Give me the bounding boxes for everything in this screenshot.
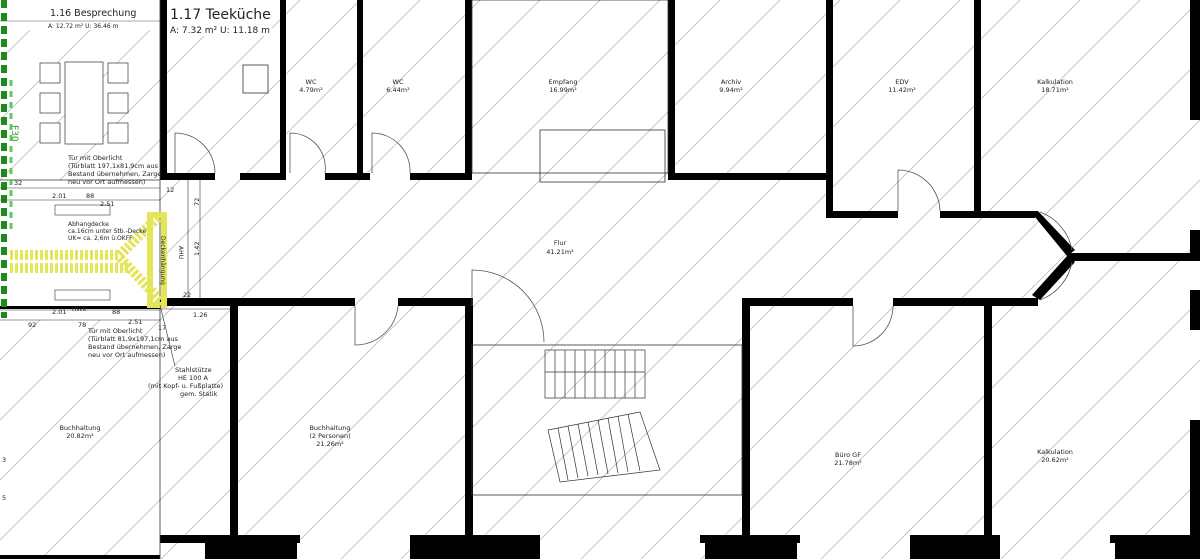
- svg-text:1.42: 1.42: [193, 242, 201, 256]
- room-kalk-top-name: Kalkulation: [1037, 78, 1073, 86]
- room-empfang-area: 16.99m²: [549, 86, 577, 94]
- svg-text:17: 17: [158, 324, 166, 332]
- svg-text:22: 22: [183, 291, 191, 299]
- svg-text:78: 78: [78, 321, 86, 329]
- svg-text:(mit Kopf- u. Fußplatte): (mit Kopf- u. Fußplatte): [148, 382, 223, 390]
- room-buch1-name: Buchhaltung: [59, 424, 100, 432]
- svg-text:72: 72: [193, 198, 201, 206]
- room-title-besprechung: 1.16 Besprechung: [50, 8, 136, 19]
- svg-text:Stahlstütze: Stahlstütze: [175, 366, 212, 374]
- room-buch1-area: 20.82m²: [66, 432, 94, 440]
- room-wc2-name: WC: [393, 78, 404, 86]
- svg-text:92: 92: [28, 321, 36, 329]
- room-labels: WC 4.79m² WC 6.44m² Empfang 16.99m² Arch…: [59, 78, 1072, 467]
- room-flur-area: 41.21m²: [546, 248, 574, 256]
- room-wc1-area: 4.79m²: [299, 86, 323, 94]
- room-buch2-area: 21.26m²: [316, 440, 344, 448]
- note-door-bottom: Tür mit Oberlicht (Türblatt 81,9x197,1cm…: [87, 327, 181, 359]
- svg-text:2.01: 2.01: [52, 308, 66, 316]
- staircase: [544, 349, 661, 483]
- svg-text:neu vor Ort aufmessen): neu vor Ort aufmessen): [88, 351, 165, 359]
- svg-text:UK= ca. 2,6m ü.OKFF: UK= ca. 2,6m ü.OKFF: [68, 235, 133, 242]
- room-buero-name: Büro GF: [835, 451, 861, 459]
- dimension-lines: [0, 180, 230, 321]
- room-edv-area: 11.42m²: [888, 86, 916, 94]
- svg-text:neu vor Ort aufmessen): neu vor Ort aufmessen): [68, 178, 145, 186]
- dimension-texts: 32 2.01 88 2.51 92 78 2.01 88 2.51 1.26 …: [2, 179, 207, 502]
- header-left-box: [0, 0, 160, 30]
- room-archiv-area: 9.94m²: [719, 86, 743, 94]
- svg-text:(Türblatt 197,1x81,9cm aus: (Türblatt 197,1x81,9cm aus: [68, 162, 158, 170]
- room-title-teekueche: 1.17 Teeküche: [170, 7, 271, 23]
- hatch-area: [160, 0, 1200, 559]
- corridor-note: Deckenhängung: [159, 236, 166, 285]
- svg-text:(Türblatt 81,9x197,1cm aus: (Türblatt 81,9x197,1cm aus: [88, 335, 178, 343]
- door-swings: [174, 132, 1073, 347]
- svg-text:88: 88: [112, 308, 120, 316]
- room-kalk-bot-name: Kalkulation: [1037, 448, 1073, 456]
- room-wc1-name: WC: [306, 78, 317, 86]
- svg-text:ca.16cm unter Stb.-Decke: ca.16cm unter Stb.-Decke: [68, 228, 147, 235]
- room-buch2-name: Buchhaltung: [309, 424, 350, 432]
- svg-text:2.51: 2.51: [100, 200, 114, 208]
- svg-text:Tür mit Oberlicht: Tür mit Oberlicht: [87, 327, 143, 335]
- svg-text:5: 5: [2, 494, 6, 502]
- svg-text:1.26: 1.26: [193, 311, 207, 319]
- room-buero-area: 21.78m²: [834, 459, 862, 467]
- fire-wall-line: F30: [1, 0, 19, 318]
- conference-table: [39, 61, 129, 145]
- svg-text:32: 32: [14, 179, 22, 187]
- room-empfang-name: Empfang: [548, 78, 577, 86]
- room-sub-teekueche: A: 7.32 m² U: 11.18 m: [170, 26, 270, 36]
- svg-text:2.01: 2.01: [52, 192, 66, 200]
- yellow-installation: [10, 211, 167, 308]
- svg-text:HE 100 A: HE 100 A: [178, 374, 209, 382]
- header-main-box: [162, 0, 272, 36]
- room-flur-name: Flur: [554, 239, 567, 247]
- room-sub-besprechung: A: 12.72 m² U: 36.46 m: [48, 23, 119, 30]
- svg-text:Bestand übernehmen, Zarge: Bestand übernehmen, Zarge: [68, 170, 161, 178]
- svg-text:gem. Statik: gem. Statik: [180, 390, 218, 398]
- room-buch2-sub: (2 Personen): [309, 432, 350, 440]
- room-kalk-bot-area: 20.62m²: [1041, 456, 1069, 464]
- svg-text:12: 12: [166, 186, 174, 194]
- svg-text:Abhangdecke: Abhangdecke: [68, 221, 109, 228]
- svg-text:2.51: 2.51: [128, 318, 142, 326]
- hwk-label: HWK: [72, 306, 87, 313]
- room-wc2-area: 6.44m²: [386, 86, 410, 94]
- hatch-area-left: [0, 320, 160, 559]
- thin-lines: [0, 0, 743, 559]
- corridor-note2: AHU: [177, 246, 184, 259]
- note-door-top: Tür mit Oberlicht (Türblatt 197,1x81,9cm…: [67, 154, 161, 186]
- note-ceiling: Abhangdecke ca.16cm unter Stb.-Decke UK=…: [68, 221, 147, 242]
- svg-text:Tür mit Oberlicht: Tür mit Oberlicht: [67, 154, 123, 162]
- room-archiv-name: Archiv: [721, 78, 741, 86]
- note-steel-column: Stahlstütze HE 100 A (mit Kopf- u. Fußpl…: [148, 304, 223, 398]
- fire-label: F30: [9, 125, 19, 142]
- room-edv-name: EDV: [895, 78, 909, 86]
- svg-text:3: 3: [2, 456, 6, 464]
- room-kalk-top-area: 18.71m²: [1041, 86, 1069, 94]
- svg-text:Bestand übernehmen, Zarge: Bestand übernehmen, Zarge: [88, 343, 181, 351]
- svg-text:88: 88: [86, 192, 94, 200]
